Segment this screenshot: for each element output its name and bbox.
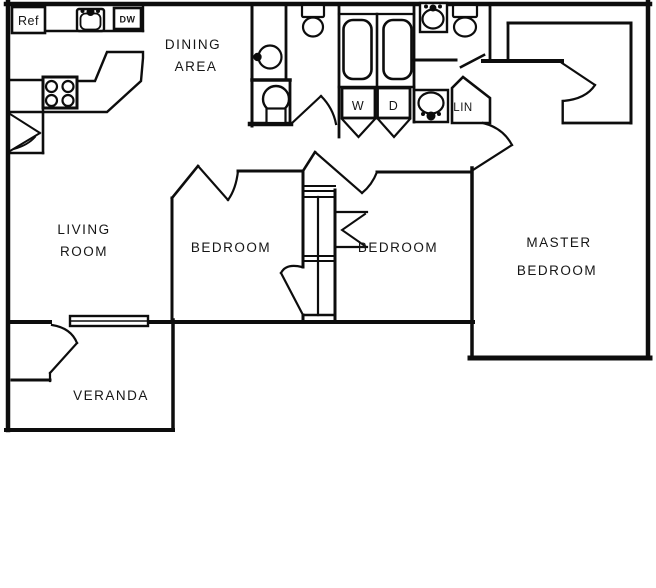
linen-closet-label: LIN [453,102,472,114]
bath2-faucet-icon [429,4,437,12]
living-room-label-1: LIVING [57,222,110,237]
dishwasher-label: DW [120,15,136,25]
hall-faucet-handle-icon [421,112,425,116]
pantry-door-arc [12,135,37,151]
bath1-sink-icon [257,44,283,70]
burner-icon [44,93,59,108]
dining-area-label-2: AREA [175,59,218,74]
toilet-tank-icon [451,3,479,19]
toilet-tank-icon [300,3,326,19]
bedroom1-closet-door-leaf [279,271,305,317]
tubs-and-laundry: W D [337,2,416,139]
refrigerator-label: Ref [18,14,39,28]
bedroom2-door-leaf [471,143,514,172]
bathroom-hall [247,2,338,128]
bedroom1-door-leaf [196,164,230,202]
bedroom-right-label: BEDROOM [358,240,438,255]
washer-label: W [352,99,364,113]
bath2-faucet-handle-icon [424,4,428,9]
bedroom2-entry-angle [301,150,317,173]
hall-sink-icon [417,91,445,115]
bath1-commode-base-icon [265,107,287,125]
master-door-arc [561,83,597,103]
dryer-label: D [389,99,399,113]
toilet-bowl-icon [301,16,325,38]
bath2-faucet-handle-icon [438,4,442,9]
master-bedroom-label-2: BEDROOM [517,263,597,278]
bedroom2-closet-shelves [333,210,369,249]
room-labels: DINING AREA LIVING ROOM BEDROOM BEDROOM … [57,37,597,403]
bedroom2-entry-arc [360,170,379,195]
bedroom-walls [170,150,474,324]
bathtub-icon [382,18,413,81]
veranda [10,314,150,383]
bath1-door-arc [319,94,338,126]
hall-vanity [412,88,450,124]
bedroom2-closet-bifold [340,212,367,248]
master-door-leaf [560,61,597,87]
bedroom2-door-arc [481,121,514,147]
dryer [376,86,412,120]
dryer-bifold-door [376,117,412,139]
bedroom2-entry-leaf [313,150,364,195]
refrigerator [10,5,47,35]
bath1-door-leaf [289,94,323,126]
washer-bifold-door [340,117,377,139]
dishwasher [112,6,143,31]
kitchen: Ref DW [6,2,145,155]
kitchen-faucet-handle-icon [80,9,85,13]
burner-icon [61,93,75,108]
veranda-door-arc [50,323,79,345]
bathroom-master: LIN [412,1,514,172]
burner-icon [44,79,59,94]
master-closet [481,21,633,125]
kitchen-faucet-icon [86,8,95,16]
linen-closet [450,75,492,125]
living-room-label-2: ROOM [60,244,108,259]
bedroom1-entry-angle [170,164,200,200]
washer [340,86,377,120]
bedroom1-closet-door-arc [279,264,304,275]
kitchen-faucet-handle-icon [96,9,100,13]
bedroom1-door-arc [226,169,240,202]
bath1-faucet-icon [253,52,262,62]
master-bedroom-label-1: MASTER [526,235,591,250]
hall-faucet-handle-icon [437,112,441,116]
bathtub-icon [342,18,373,81]
veranda-door-leaf [48,341,79,383]
toilet-bowl-icon [452,16,478,38]
burner-icon [61,79,75,94]
bedroom-left-label: BEDROOM [191,240,271,255]
hall-diagonal-wall [459,53,486,69]
outer-walls [3,0,653,433]
closet-shelves [302,185,336,262]
hall-faucet-icon [426,111,436,121]
veranda-label: VERANDA [73,388,149,403]
dining-area-label-1: DINING [165,37,221,52]
